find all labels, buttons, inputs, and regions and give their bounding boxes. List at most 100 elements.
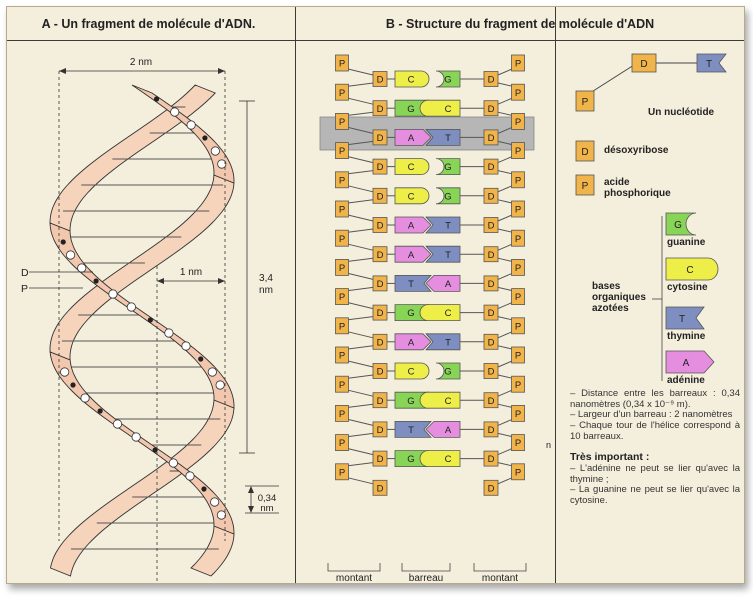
legend-thymine-shape (696, 53, 727, 73)
svg-text:D: D (488, 221, 495, 232)
right-phosphate: P (511, 200, 525, 218)
helix-ribbon-segment (49, 351, 235, 535)
svg-text:A: A (408, 250, 415, 261)
svg-text:D: D (488, 191, 495, 202)
svg-text:C: C (445, 396, 452, 407)
left-phosphate: P (335, 463, 349, 481)
header-divider (7, 40, 744, 41)
svg-text:D: D (377, 308, 384, 319)
svg-text:T: T (408, 425, 414, 436)
svg-text:P: P (339, 263, 345, 274)
svg-text:P: P (339, 88, 345, 99)
svg-text:P: P (515, 438, 521, 449)
base-T-right: T (425, 333, 461, 351)
right-phosphate: P (511, 171, 525, 189)
svg-text:P: P (515, 263, 521, 274)
helix-phosphate-dot (202, 135, 208, 141)
svg-text:D: D (488, 104, 495, 115)
left-phosphate: P (335, 258, 349, 276)
base-A-left: A (394, 333, 432, 351)
right-backbone-label: montant (482, 573, 518, 581)
right-desoxyribose: D (483, 275, 499, 292)
svg-text:P: P (339, 234, 345, 245)
svg-text:P: P (339, 467, 345, 478)
svg-text:G: G (407, 104, 414, 115)
svg-text:D: D (377, 279, 384, 290)
desoxyribose-swatch-letter: D (581, 147, 588, 158)
guanine-swatch-letter: G (674, 220, 682, 231)
helix-phosphate-dot (153, 96, 160, 102)
svg-text:C: C (445, 104, 452, 115)
pitch-value-label: 3,4 (259, 273, 273, 284)
svg-text:T: T (408, 279, 414, 290)
svg-text:A: A (445, 425, 452, 436)
helix-sugar-mark (164, 328, 174, 338)
svg-text:D: D (377, 191, 384, 202)
svg-text:A: A (445, 279, 452, 290)
helix-sugar-mark (60, 367, 70, 377)
svg-text:D: D (377, 221, 384, 232)
right-desoxyribose: D (483, 158, 499, 175)
svg-text:D: D (488, 483, 495, 494)
helix-sugar-mark (108, 289, 118, 299)
legend-divider (555, 7, 556, 583)
helix-sugar-mark (207, 367, 217, 377)
svg-text:D: D (377, 250, 384, 261)
svg-text:C: C (408, 75, 415, 86)
helix-sugar-mark (126, 302, 136, 312)
left-desoxyribose: D (372, 158, 388, 175)
helix-ribbon-segment (49, 399, 235, 577)
svg-text:P: P (515, 205, 521, 216)
left-desoxyribose: D (372, 421, 388, 438)
svg-text:P: P (339, 117, 345, 128)
svg-text:D: D (377, 104, 384, 115)
thymine-swatch-letter: T (679, 314, 685, 325)
helix-sugar-mark (131, 432, 141, 442)
svg-text:G: G (407, 396, 414, 407)
left-desoxyribose: D (372, 217, 388, 233)
svg-text:P: P (515, 321, 521, 332)
right-phosphate: P (511, 404, 525, 422)
right-phosphate: P (511, 463, 525, 481)
svg-text:T: T (445, 250, 451, 261)
svg-text:D: D (377, 425, 384, 436)
left-phosphate: P (335, 142, 349, 159)
pitch-unit-label: nm (259, 285, 273, 296)
left-desoxyribose-end: D (372, 479, 388, 496)
helix-sugar-mark (216, 510, 227, 520)
right-desoxyribose: D (483, 129, 499, 146)
base-G-right: G (435, 158, 461, 175)
svg-text:C: C (445, 308, 452, 319)
helix-sugar-mark (170, 107, 180, 117)
legend-thymine-letter: T (706, 59, 712, 70)
double-helix-drawing: 2 nm 1 nm 3,4 nm 0,34 nm D P (21, 57, 279, 581)
svg-text:P: P (515, 234, 521, 245)
right-desoxyribose: D (483, 304, 499, 321)
right-phosphate: P (511, 83, 525, 101)
svg-text:G: G (444, 75, 451, 86)
base-T-right: T (425, 129, 461, 146)
left-phosphate: P (335, 375, 349, 393)
left-phosphate: P (335, 200, 349, 218)
adenine-swatch-letter: A (683, 358, 690, 369)
left-phosphate: P (335, 404, 349, 422)
base-A-left: A (394, 245, 432, 263)
svg-text:P: P (339, 205, 345, 216)
n-label: n (546, 440, 551, 450)
left-desoxyribose: D (372, 100, 388, 117)
sugar-pointer-label: D (21, 267, 29, 279)
left-phosphate: P (335, 54, 349, 72)
svg-text:T: T (445, 221, 451, 232)
left-desoxyribose: D (372, 304, 388, 321)
base-G-right: G (435, 362, 461, 380)
base-A-left: A (394, 129, 432, 146)
left-backbone-label: montant (336, 573, 372, 581)
thymine-label: thymine (667, 331, 706, 342)
svg-text:G: G (407, 308, 414, 319)
bases-line3: azotées (592, 303, 629, 315)
left-desoxyribose: D (372, 187, 388, 204)
guanine-label: guanine (667, 237, 706, 248)
svg-text:P: P (515, 409, 521, 420)
right-phosphate: P (511, 434, 525, 452)
